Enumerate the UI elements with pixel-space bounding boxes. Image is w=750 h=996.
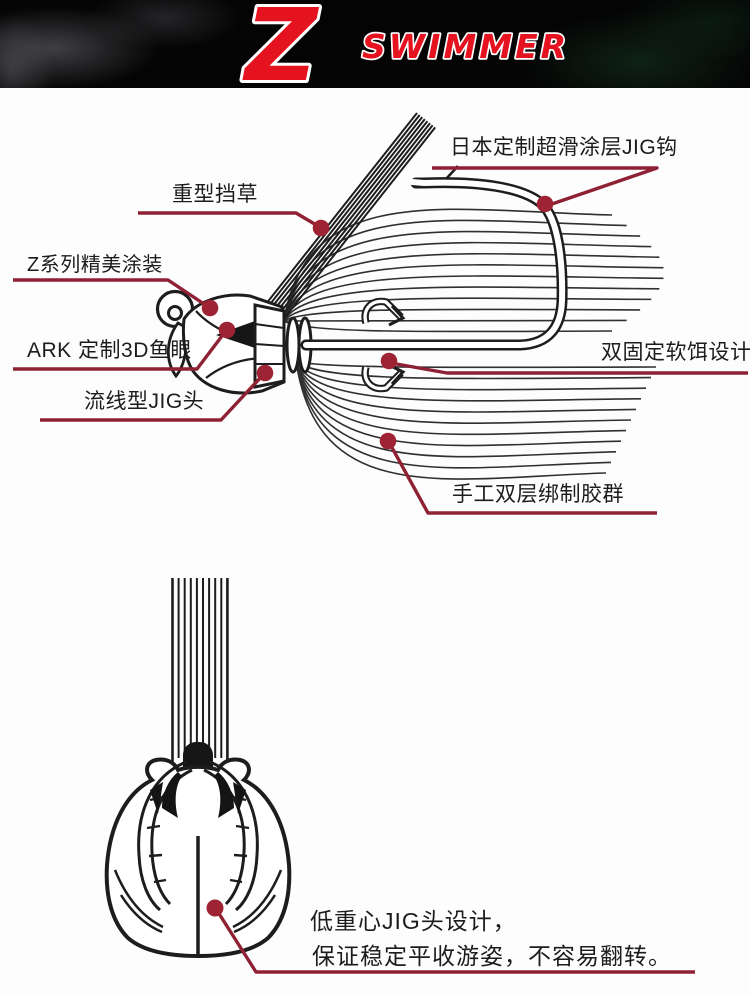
jig-side-diagram (13, 112, 748, 515)
brand-logo: Z SWIMMER (239, 0, 569, 88)
caption-low-cog-line1: 低重心JIG头设计， (310, 908, 517, 934)
label-skirt: 手工双层绑制胶群 (452, 483, 624, 506)
callout-lines (206, 899, 695, 974)
label-bait-keeper: 双固定软饵设计 (601, 341, 750, 364)
skirt-bundle-art (171, 578, 229, 772)
label-head: 流线型JIG头 (84, 390, 205, 413)
logo-wordmark: SWIMMER (362, 27, 569, 66)
label-paint: Z系列精美涂装 (27, 254, 163, 276)
bait-keeper-art (361, 297, 406, 393)
brand-banner: Z SWIMMER (0, 0, 750, 88)
weed-guard-art (242, 112, 436, 348)
caption-low-cog-line2: 保证稳定平收游姿，不容易翻转。 (312, 943, 672, 969)
head-dome-art (104, 757, 292, 959)
label-3d-eye: ARK 定制3D鱼眼 (27, 339, 192, 362)
jig-front-diagram (104, 578, 695, 974)
label-hook-coating: 日本定制超滑涂层JIG钩 (450, 136, 678, 159)
label-weed-guard: 重型挡草 (172, 183, 258, 206)
callout-lines (13, 166, 748, 515)
logo-z-glyph: Z (242, 0, 320, 88)
